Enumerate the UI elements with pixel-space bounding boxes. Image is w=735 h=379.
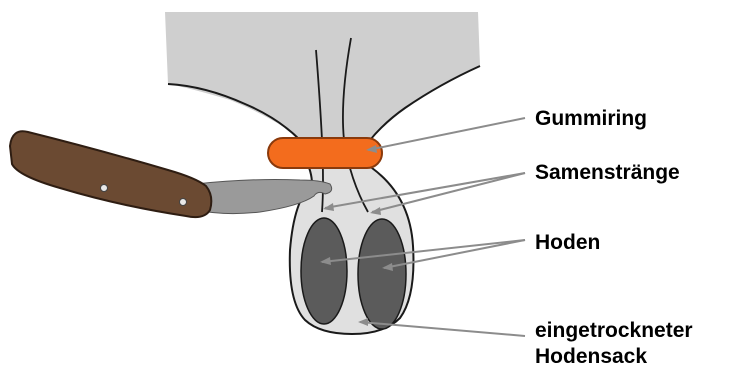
left-testis: [301, 218, 347, 324]
rubber-ring: [268, 138, 382, 168]
label-hodensack-line2: Hodensack: [535, 344, 693, 370]
label-samenstraenge: Samenstränge: [535, 160, 680, 186]
knife-rivet-2: [180, 199, 187, 206]
label-hodensack: eingetrockneter Hodensack: [535, 318, 693, 370]
label-gummiring: Gummiring: [535, 106, 647, 132]
label-hodensack-line1: eingetrockneter: [535, 318, 693, 344]
label-hoden: Hoden: [535, 230, 600, 256]
leader-gummiring: [368, 118, 525, 150]
body-silhouette: [165, 12, 480, 138]
right-testis: [358, 219, 406, 329]
knife-rivet-1: [101, 185, 108, 192]
